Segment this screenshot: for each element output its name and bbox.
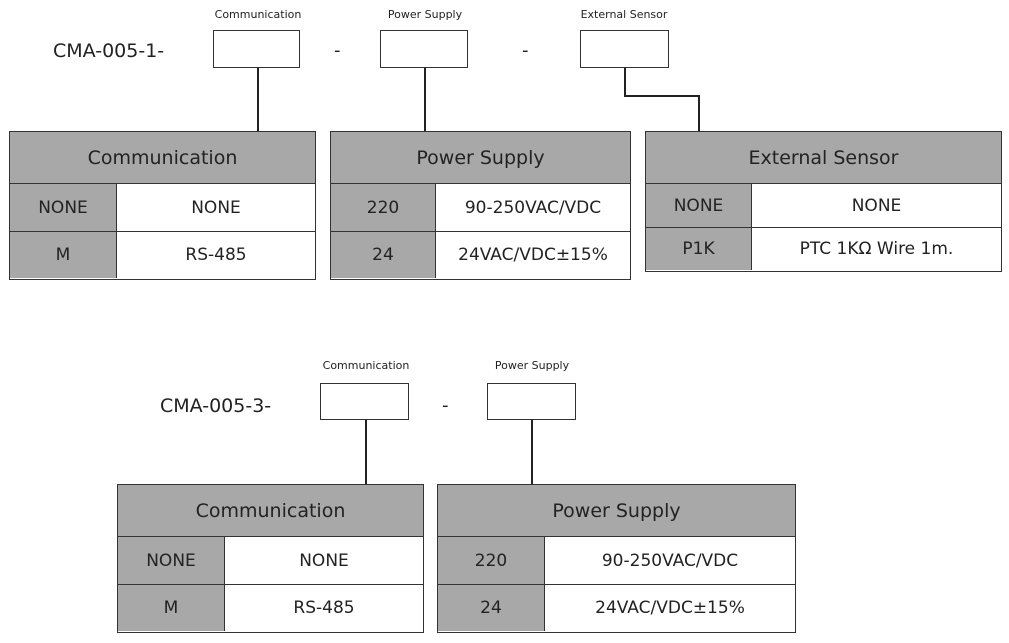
option-description: 90-250VAC/VDC <box>545 537 795 584</box>
slot-external-sensor <box>580 30 669 68</box>
slot-communication <box>320 383 409 420</box>
table-row: 220 90-250VAC/VDC <box>438 537 795 584</box>
connector-line <box>257 68 259 132</box>
table-row: 24 24VAC/VDC±15% <box>331 231 630 278</box>
table-row: P1K PTC 1KΩ Wire 1m. <box>646 227 1001 270</box>
table-header: Communication <box>118 485 423 537</box>
option-description: 90-250VAC/VDC <box>436 184 630 231</box>
separator-dash: - <box>442 395 449 416</box>
field-caption-power-supply: Power Supply <box>494 359 570 372</box>
power-supply-table: Power Supply 220 90-250VAC/VDC 24 24VAC/… <box>437 484 796 633</box>
table-row: M RS-485 <box>10 231 315 278</box>
option-description: PTC 1KΩ Wire 1m. <box>752 228 1001 270</box>
option-description: NONE <box>225 537 423 584</box>
option-code: P1K <box>646 228 752 270</box>
option-description: RS-485 <box>225 585 423 631</box>
connector-line <box>424 68 426 132</box>
option-code: 24 <box>438 585 545 631</box>
field-caption-communication: Communication <box>214 8 302 21</box>
option-description: 24VAC/VDC±15% <box>545 585 795 631</box>
connector-line <box>624 68 626 96</box>
table-row: 24 24VAC/VDC±15% <box>438 584 795 631</box>
communication-table: Communication NONE NONE M RS-485 <box>117 484 424 633</box>
connector-line <box>531 420 533 485</box>
slot-power-supply <box>487 383 576 420</box>
external-sensor-table: External Sensor NONE NONE P1K PTC 1KΩ Wi… <box>645 131 1002 272</box>
option-description: NONE <box>117 184 315 231</box>
model-prefix: CMA-005-3- <box>160 395 272 417</box>
connector-line <box>624 95 700 97</box>
field-caption-power-supply: Power Supply <box>387 8 463 21</box>
separator-dash: - <box>334 40 341 61</box>
option-description: 24VAC/VDC±15% <box>436 232 630 278</box>
field-caption-communication: Communication <box>322 359 410 372</box>
option-description: NONE <box>752 184 1001 227</box>
table-header: Communication <box>10 132 315 184</box>
table-header: Power Supply <box>331 132 630 184</box>
table-row: NONE NONE <box>646 184 1001 227</box>
option-code: M <box>10 232 117 278</box>
connector-line <box>698 95 700 132</box>
model-prefix: CMA-005-1- <box>53 40 165 62</box>
option-code: NONE <box>118 537 225 584</box>
field-caption-external-sensor: External Sensor <box>580 8 668 21</box>
option-description: RS-485 <box>117 232 315 278</box>
table-header: External Sensor <box>646 132 1001 184</box>
table-header: Power Supply <box>438 485 795 537</box>
separator-dash: - <box>522 40 529 61</box>
slot-power-supply <box>380 30 468 68</box>
option-code: 220 <box>438 537 545 584</box>
power-supply-table: Power Supply 220 90-250VAC/VDC 24 24VAC/… <box>330 131 631 280</box>
table-row: 220 90-250VAC/VDC <box>331 184 630 231</box>
communication-table: Communication NONE NONE M RS-485 <box>9 131 316 280</box>
slot-communication <box>213 30 300 68</box>
table-row: NONE NONE <box>10 184 315 231</box>
option-code: NONE <box>646 184 752 227</box>
option-code: 24 <box>331 232 436 278</box>
table-row: NONE NONE <box>118 537 423 584</box>
connector-line <box>365 420 367 485</box>
table-row: M RS-485 <box>118 584 423 631</box>
option-code: NONE <box>10 184 117 231</box>
option-code: M <box>118 585 225 631</box>
option-code: 220 <box>331 184 436 231</box>
